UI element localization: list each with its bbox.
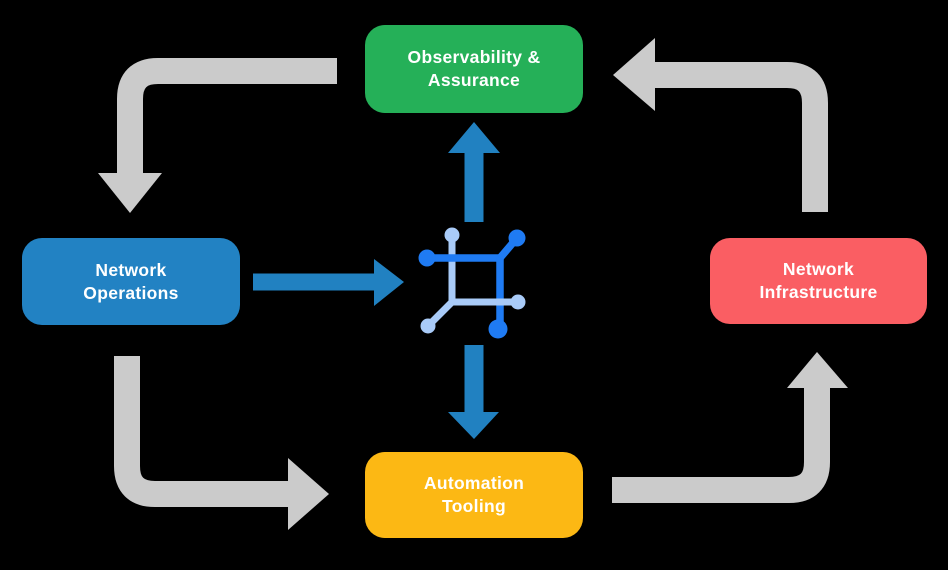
arrow-center-to-observability xyxy=(448,122,500,222)
arrow-operations-to-automation xyxy=(114,356,329,530)
node-label-line: Infrastructure xyxy=(759,282,878,302)
arrow-automation-to-infrastructure xyxy=(612,352,848,503)
node-label-line: Network xyxy=(95,259,167,280)
arrow-center-to-automation xyxy=(448,345,499,439)
node-label-line: Operations xyxy=(83,282,179,303)
network-fabric-icon xyxy=(418,227,526,339)
node-observability-assurance: Observability & Assurance xyxy=(365,25,583,113)
node-label-line: Automation xyxy=(423,473,525,493)
node-label-line: Assurance xyxy=(427,70,521,90)
node-network-operations: Network Operations xyxy=(22,238,240,325)
node-label-line: Observability & xyxy=(407,47,541,67)
node-automation-tooling: Automation Tooling xyxy=(365,452,583,538)
node-label-line: Tooling xyxy=(442,496,506,516)
node-network-infrastructure: Network Infrastructure xyxy=(710,238,927,324)
arrow-observability-to-operations xyxy=(98,58,337,213)
arrow-operations-to-center xyxy=(253,259,404,306)
node-label-line: Network xyxy=(782,259,855,279)
arrow-infrastructure-to-observability xyxy=(613,38,828,212)
